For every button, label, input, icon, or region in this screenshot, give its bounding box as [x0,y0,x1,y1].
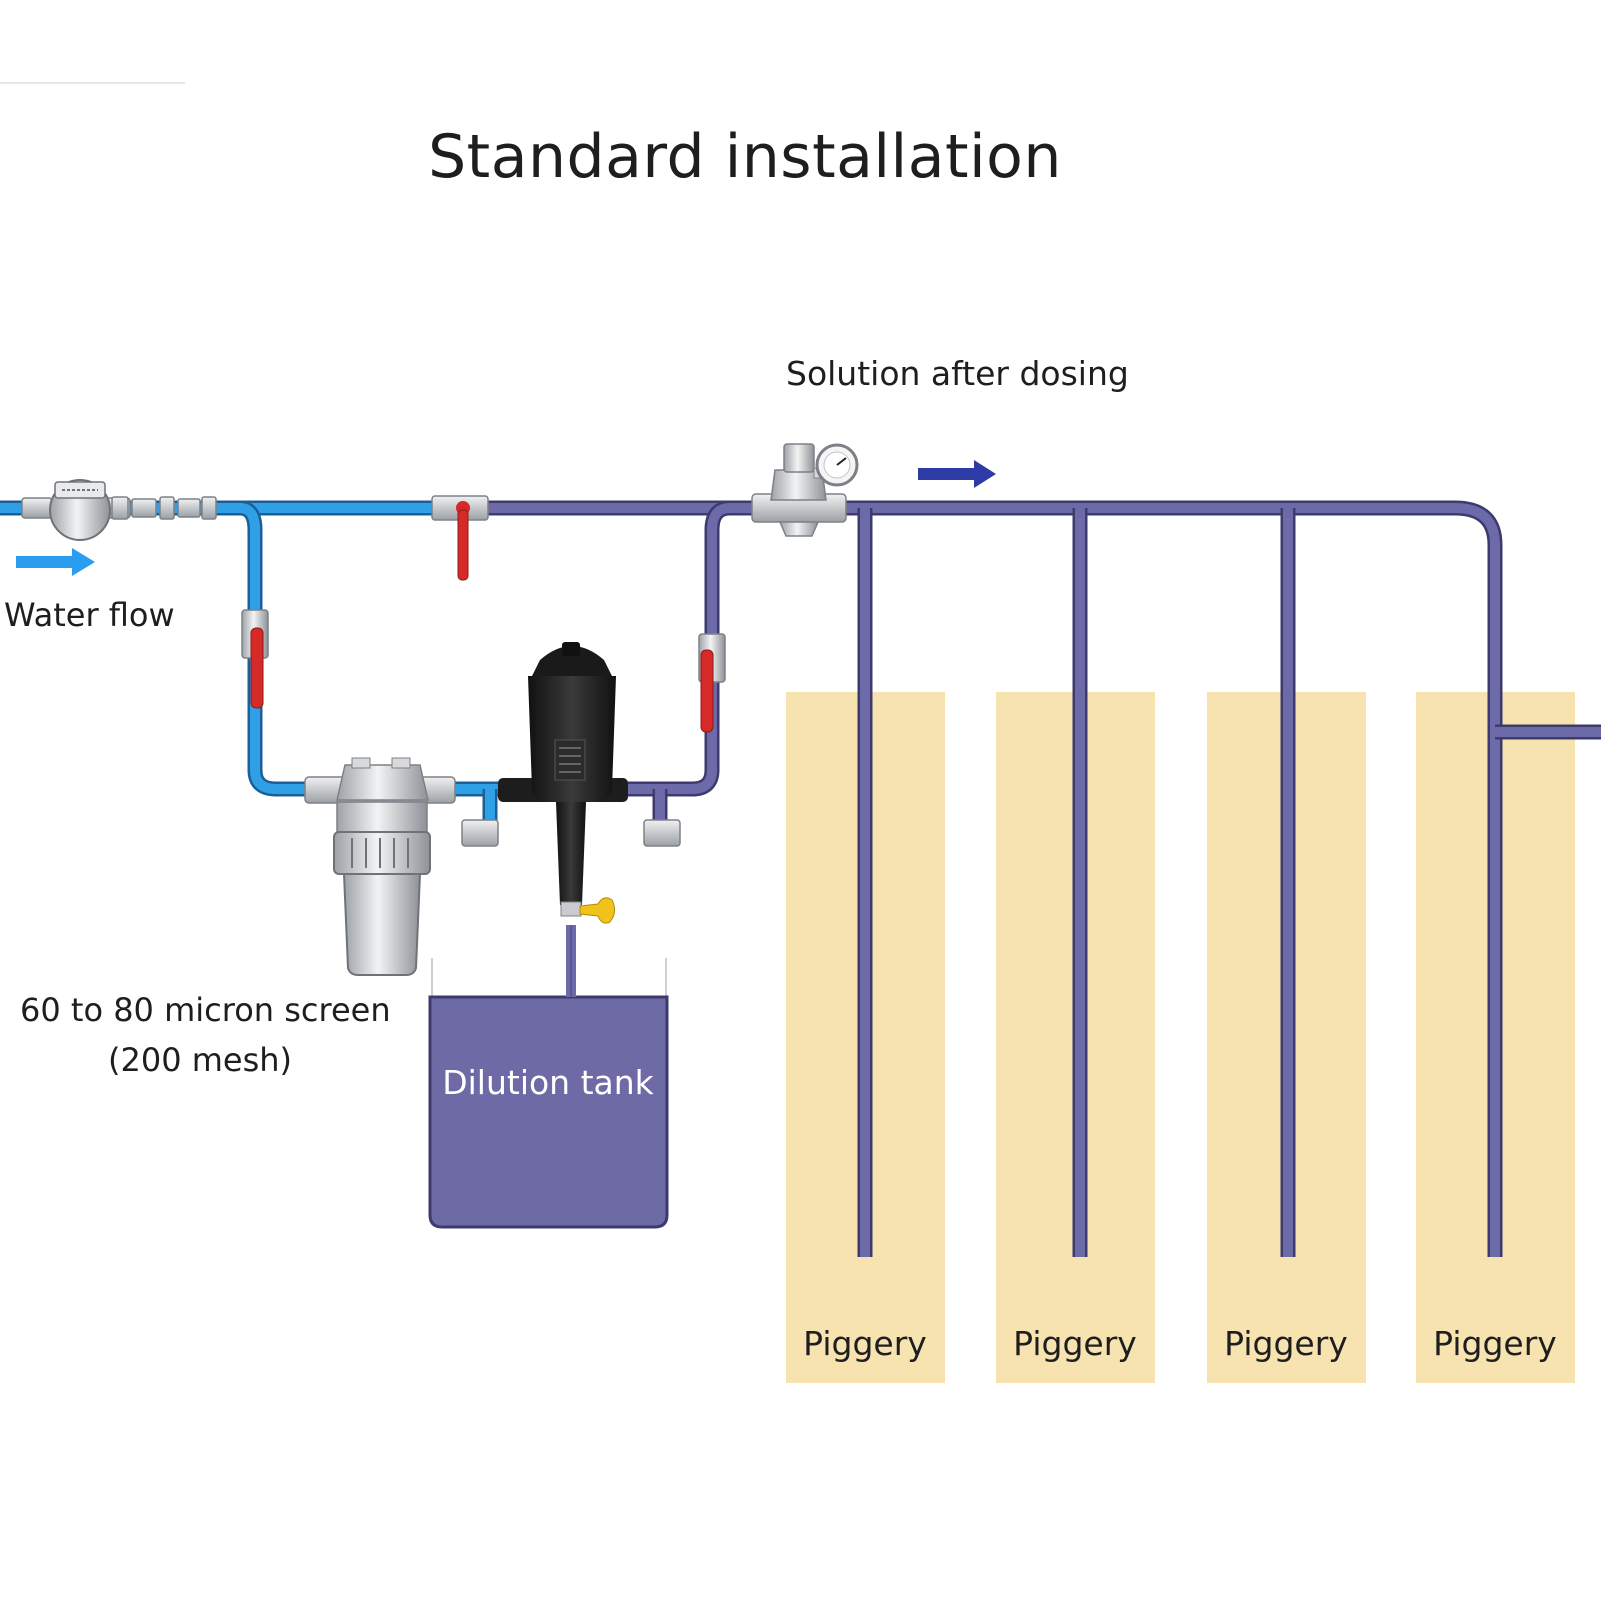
pipe-fittings [111,496,217,520]
ball-valve-icon[interactable] [698,633,726,733]
key-handle [579,897,616,924]
piggery-label: Piggery [1224,1324,1348,1363]
tank-body [428,995,669,1229]
drain-valve-icon[interactable] [461,819,681,847]
screen-filter-label-line2: (200 mesh) [107,1041,293,1079]
piggery-pens [786,692,1575,1383]
water-flow-label: Water flow [4,596,175,634]
solution-after-dosing-label: Solution after dosing [786,354,1129,393]
pressure-gauge-icon [815,443,859,487]
screen-filter-label: 60 to 80 micron screen (200 mesh) [20,985,391,1085]
screen-filter-icon [304,757,456,976]
piggery-label: Piggery [1013,1324,1137,1363]
piggery-label: Piggery [1433,1324,1557,1363]
ball-valve-icon[interactable] [431,495,489,581]
water-meter-icon [21,479,131,541]
dosing-pump-icon [498,642,628,924]
page-title: Standard installation [428,122,1062,192]
screen-filter-label-line1: 60 to 80 micron screen [20,991,391,1029]
piggery-label: Piggery [803,1324,927,1363]
pressure-reducer-icon [751,443,847,537]
dilution-tank [428,925,669,1229]
flow-arrow-icon [16,548,95,576]
flow-arrow-icon [918,460,996,488]
dilution-tank-label: Dilution tank [442,1063,654,1102]
ball-valve-icon[interactable] [241,609,269,709]
solution-pipes [440,500,1601,1257]
